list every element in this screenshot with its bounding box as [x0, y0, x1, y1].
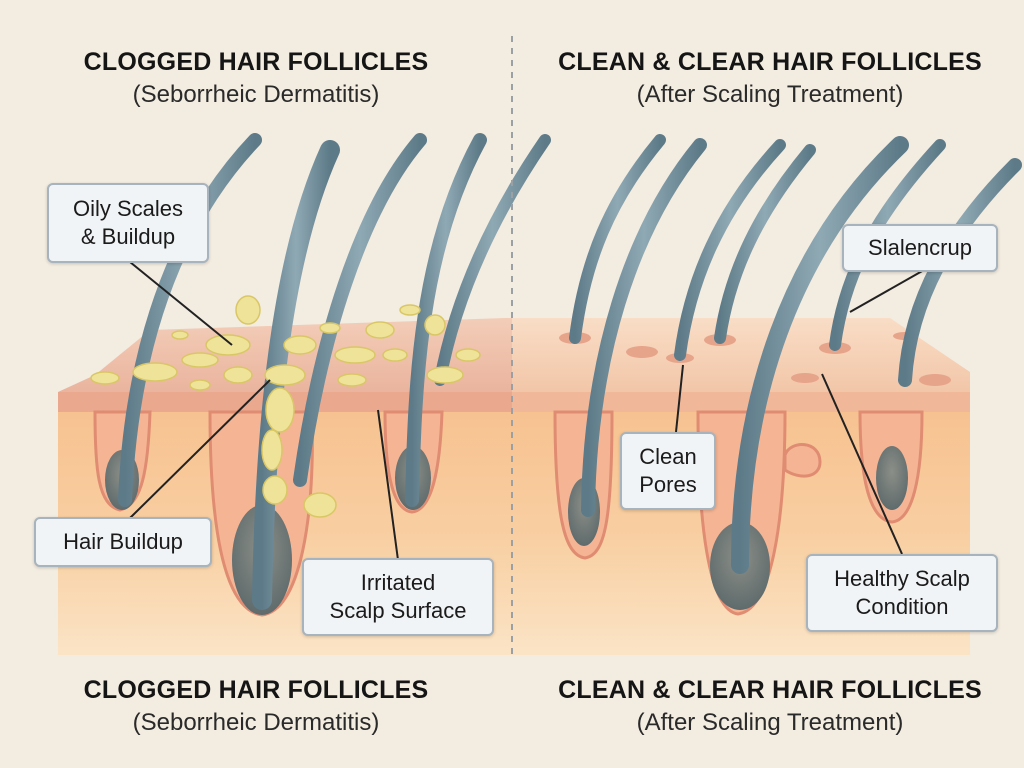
- bottom-left-heading: CLOGGED HAIR FOLLICLES (Seborrheic Derma…: [6, 676, 506, 737]
- oily-scales-label: Oily Scales & Buildup: [47, 183, 209, 263]
- left-panel-subtitle: (Seborrheic Dermatitis): [132, 81, 380, 108]
- right-panel-heading: CLEAN & CLEAR HAIR FOLLICLES (After Scal…: [520, 48, 1020, 109]
- right-epidermis-top: [512, 318, 970, 392]
- bottom-left-subtitle: (Seborrheic Dermatitis): [132, 709, 380, 736]
- bottom-left-title: CLOGGED HAIR FOLLICLES: [83, 676, 429, 704]
- clean-pores-label: Clean Pores: [620, 432, 716, 510]
- leader-lines: [129, 261, 925, 561]
- irritated-scalp-label: Irritated Scalp Surface: [302, 558, 494, 636]
- right-epidermis-front: [512, 392, 970, 412]
- right-panel-title: CLEAN & CLEAR HAIR FOLLICLES: [558, 48, 982, 76]
- left-panel-heading: CLOGGED HAIR FOLLICLES (Seborrheic Derma…: [6, 48, 506, 109]
- healthy-scalp-label: Healthy Scalp Condition: [806, 554, 998, 632]
- left-panel-title: CLOGGED HAIR FOLLICLES: [83, 48, 429, 76]
- bottom-right-heading: CLEAN & CLEAR HAIR FOLLICLES (After Scal…: [520, 676, 1020, 737]
- slalencrup-label: Slalencrup: [842, 224, 998, 272]
- bottom-right-title: CLEAN & CLEAR HAIR FOLLICLES: [558, 676, 982, 704]
- bottom-right-subtitle: (After Scaling Treatment): [636, 709, 904, 736]
- left-hair-strands: [118, 133, 551, 610]
- sebum-buildup: [90, 295, 481, 518]
- hair-buildup-label: Hair Buildup: [34, 517, 212, 567]
- right-bump: [783, 443, 822, 478]
- right-panel-subtitle: (After Scaling Treatment): [636, 81, 904, 108]
